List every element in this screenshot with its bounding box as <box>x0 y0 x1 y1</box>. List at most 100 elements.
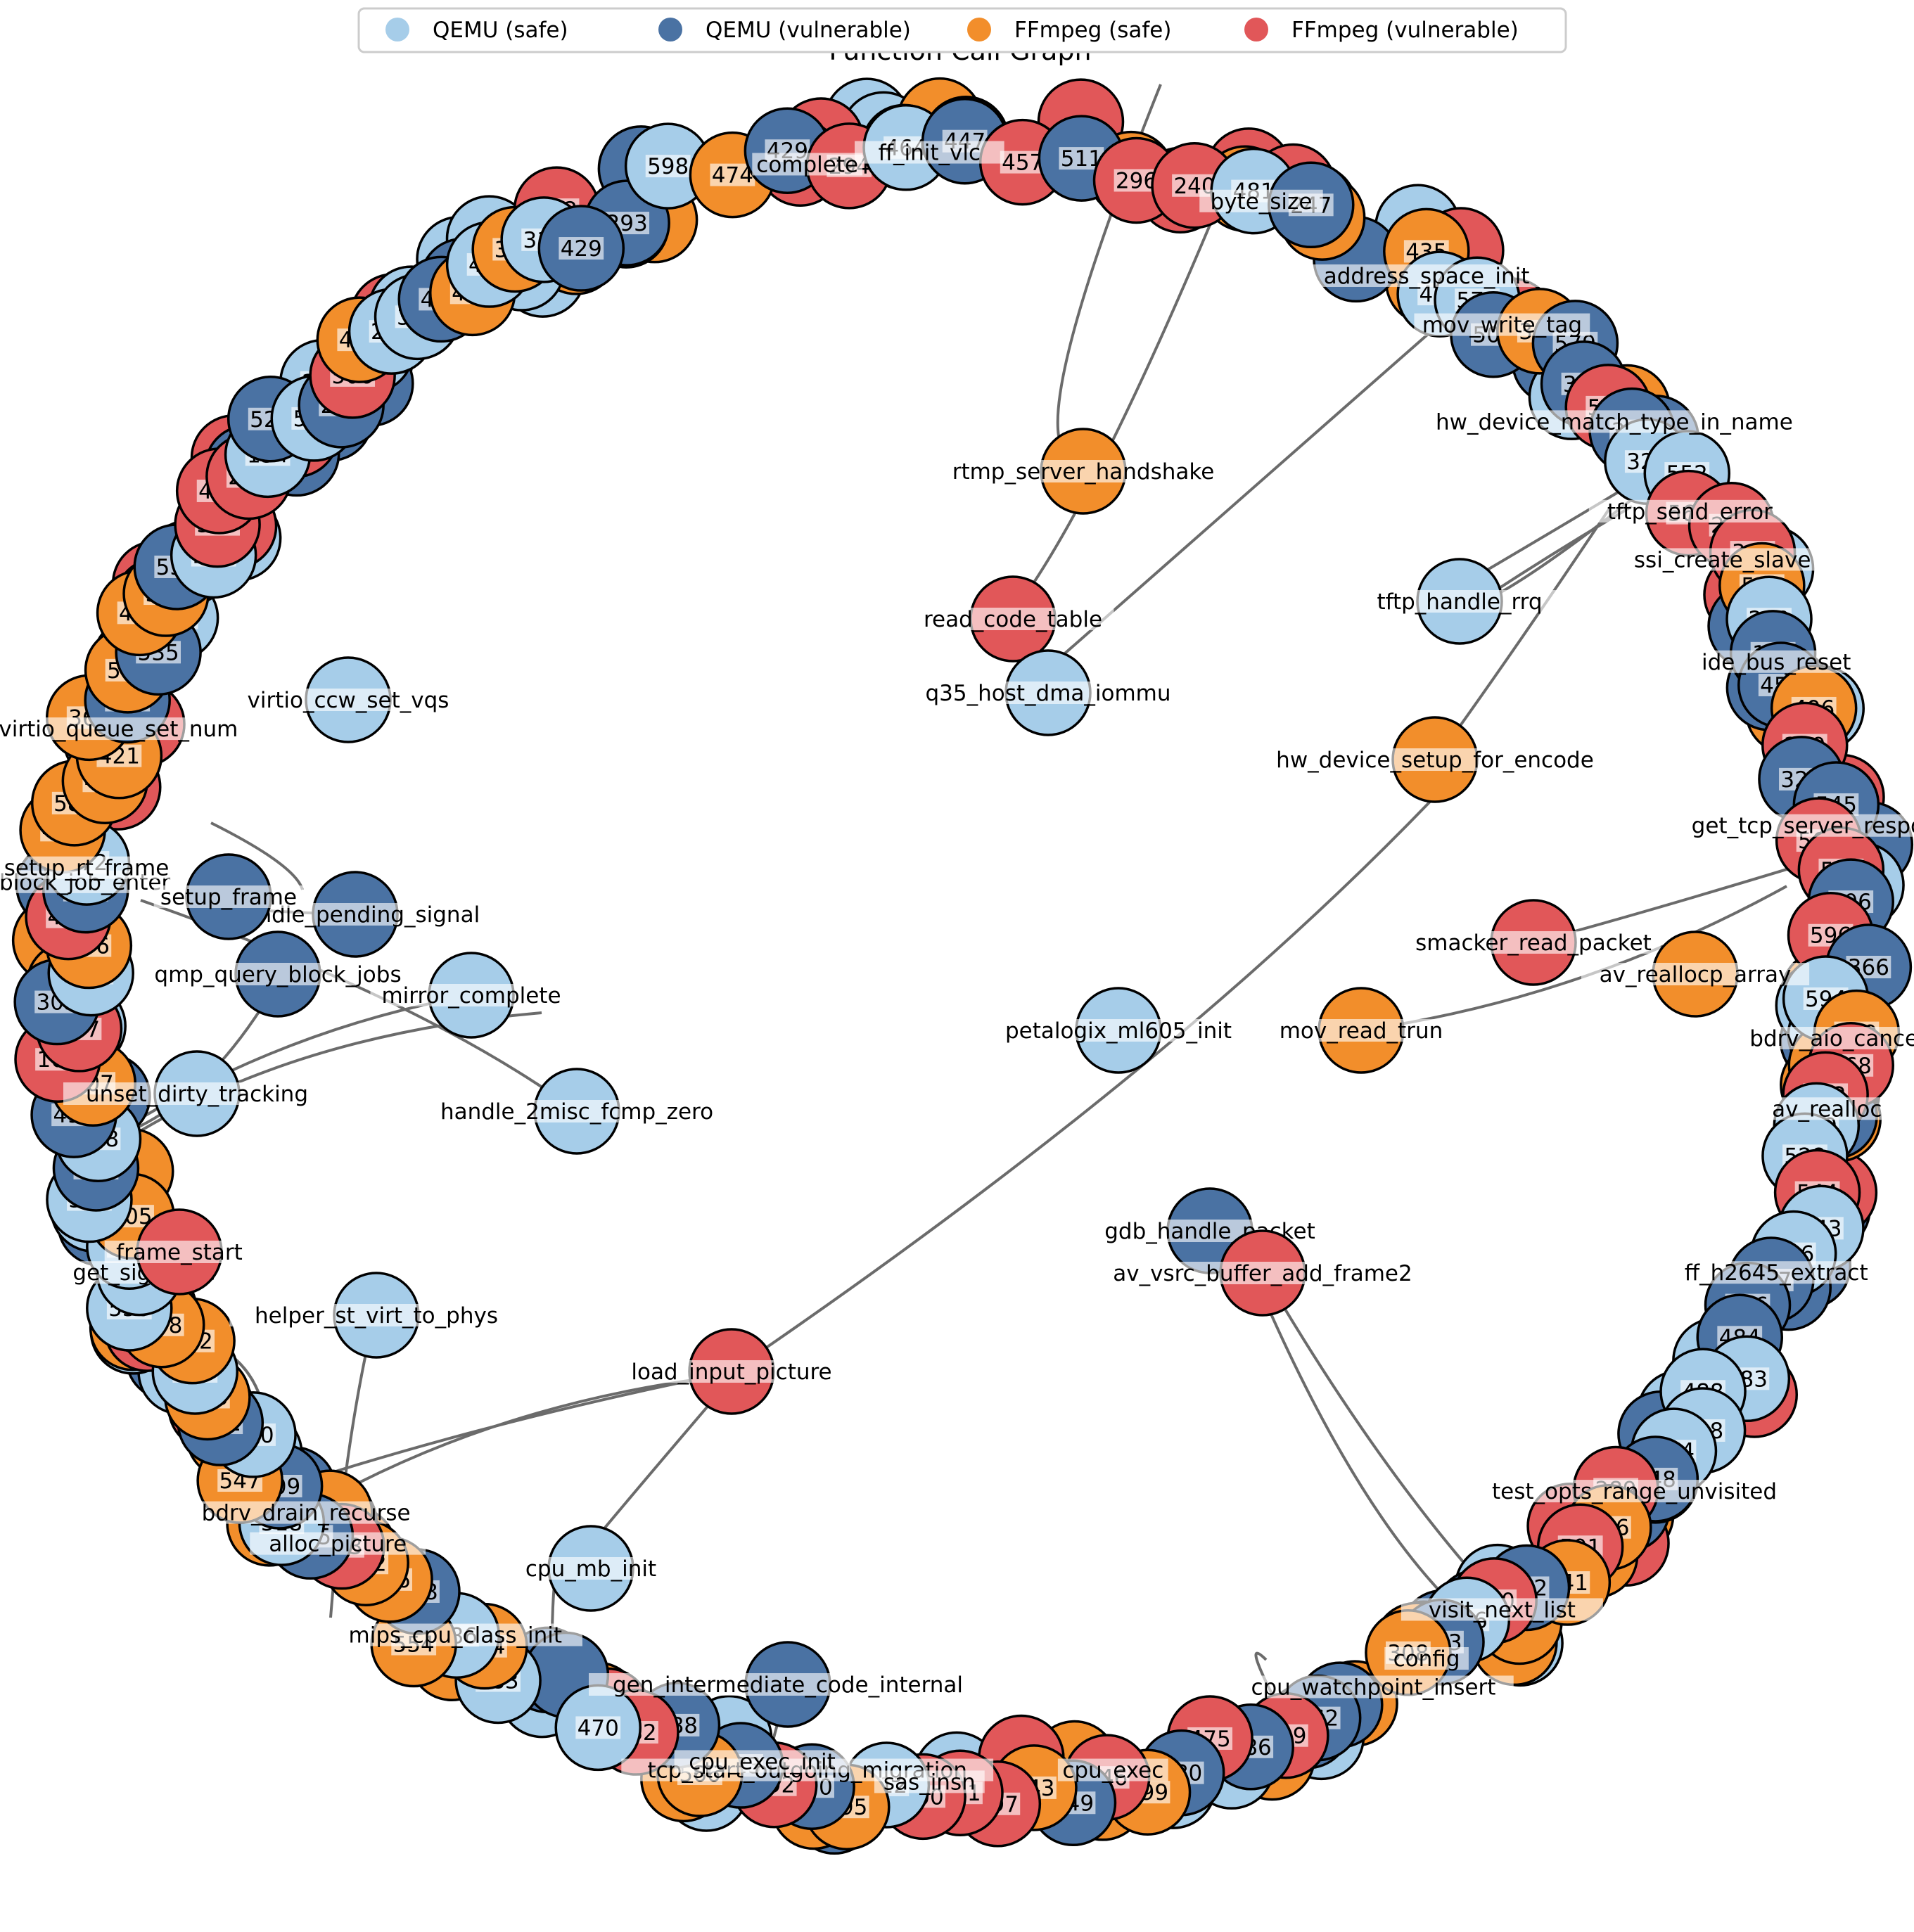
ring-named-node[interactable]: bdrv_drain_recurse <box>185 1501 427 1526</box>
node-label: 296 <box>1116 168 1157 193</box>
ring-named-node[interactable]: tftp_send_error <box>1588 499 1791 525</box>
ring-named-node[interactable]: ssi_create_slave <box>1614 547 1830 572</box>
graph-node[interactable]: av_vsrc_buffer_add_frame2 <box>1096 1229 1429 1317</box>
graph-node[interactable]: helper_st_virt_to_phys <box>229 1272 523 1359</box>
ring-node-label: complete <box>756 152 858 177</box>
node-label: load_input_picture <box>631 1360 831 1385</box>
node-label: qmp_query_block_jobs <box>154 962 401 987</box>
label-background <box>227 689 469 711</box>
graph-node[interactable]: cpu_mb_init <box>516 1525 666 1612</box>
graph-node[interactable]: mirror_complete <box>370 952 573 1039</box>
ring-named-node[interactable]: sas_insn <box>874 1770 985 1795</box>
label-background <box>104 1241 255 1263</box>
label-background <box>943 460 1224 482</box>
label-background <box>144 963 411 985</box>
label-background <box>1096 1262 1429 1284</box>
node-label: handle_2misc_fcmp_zero <box>440 1099 713 1125</box>
graph-node[interactable]: read_code_table <box>912 575 1114 663</box>
ring-node-label: bdrv_drain_recurse <box>202 1501 411 1526</box>
label-background <box>1736 1027 1914 1050</box>
node-label: setup_frame <box>160 885 297 910</box>
graph-node[interactable]: rtmp_server_handshake <box>943 428 1224 515</box>
label-background <box>1669 1261 1884 1284</box>
ring-named-node[interactable]: ide_bus_reset <box>1688 650 1865 675</box>
node-label: helper_st_virt_to_phys <box>255 1303 498 1329</box>
ring-node-label: ff_init_vlc <box>879 141 981 166</box>
ring-named-node[interactable]: ff_init_vlc <box>855 141 1004 166</box>
label-background <box>1401 1598 1603 1621</box>
ring-named-node[interactable]: virtio_queue_set_num <box>0 717 253 742</box>
inner-nodes: rtmp_server_handshake read_code_tableq35_… <box>63 428 1810 1728</box>
ring-named-node[interactable]: get_tcp_server_response <box>1673 814 1914 839</box>
ring-node-label: test_opts_range_unvisited <box>1492 1479 1777 1504</box>
ring-named-node[interactable]: complete <box>752 152 863 177</box>
label-background <box>1262 748 1608 771</box>
ring-node-label: ssi_create_slave <box>1634 547 1811 572</box>
ring-named-node[interactable]: address_space_init <box>1306 264 1548 289</box>
ring-named-node[interactable]: alloc_picture <box>250 1532 426 1557</box>
ring-named-node[interactable]: mips_cpu_class_init <box>328 1623 582 1649</box>
label-background <box>1057 1758 1168 1781</box>
call-edge <box>210 821 304 890</box>
node-label: hw_device_setup_for_encode <box>1276 748 1594 773</box>
ring-named-node[interactable]: hw_device_match_type_in_name <box>1428 409 1801 435</box>
ring-node-label: tftp_send_error <box>1607 499 1773 525</box>
ring-named-node[interactable]: setup_rt_frame <box>0 856 181 881</box>
ring-named-node[interactable]: bdrv_aio_cancel <box>1736 1026 1914 1051</box>
graph-node[interactable]: mov_read_trun <box>1273 987 1449 1074</box>
label-background <box>1414 313 1590 336</box>
graph-node[interactable]: qmp_query_block_jobs <box>144 930 411 1018</box>
ring-node[interactable]: 429 <box>537 205 625 292</box>
node-label: rtmp_server_handshake <box>952 459 1215 485</box>
ring-named-node[interactable]: mov_write_tag <box>1414 313 1590 338</box>
graph-node[interactable]: load_input_picture <box>611 1328 853 1415</box>
ring-node-label: hw_device_match_type_in_name <box>1436 409 1793 435</box>
ring-node[interactable]: 598 <box>624 122 712 210</box>
graph-node[interactable]: setup_frame <box>153 853 304 940</box>
ring-named-node[interactable]: cpu_exec <box>1057 1758 1168 1784</box>
graph-node[interactable]: q35_host_dma_iommu <box>925 649 1171 736</box>
ring-node-label: ide_bus_reset <box>1702 650 1851 675</box>
label-background <box>1306 264 1548 287</box>
ring-node-label: visit_next_list <box>1429 1597 1576 1623</box>
ring-named-node[interactable]: cpu_watchpoint_insert <box>1233 1675 1514 1700</box>
node-label: gen_intermediate_code_internal <box>613 1672 963 1698</box>
label-background <box>985 1019 1252 1042</box>
label-background <box>1000 151 1045 174</box>
ring-named-node[interactable]: ff_h2645_extract <box>1669 1260 1884 1286</box>
node-label: tftp_handle_rrq <box>1377 589 1542 615</box>
ring-node[interactable]: 470 <box>554 1684 642 1772</box>
graph-node[interactable]: virtio_ccw_set_vqs <box>227 656 469 743</box>
ring-named-node[interactable]: visit_next_list <box>1401 1597 1603 1623</box>
graph-node[interactable]: smacker_read_packet <box>1406 899 1661 986</box>
label-background <box>430 1100 724 1122</box>
ring-named-node[interactable]: test_opts_range_unvisited <box>1468 1479 1801 1504</box>
label-background <box>1273 1019 1449 1042</box>
graph-node[interactable]: frame_start <box>104 1208 255 1296</box>
node-label: 598 <box>647 154 689 179</box>
graph-node[interactable]: handle_2misc_fcmp_zero <box>430 1068 724 1155</box>
node-label: 429 <box>561 236 602 262</box>
graph-node[interactable]: tftp_handle_rrq <box>1358 558 1561 645</box>
ring-node-label: config <box>1393 1646 1460 1672</box>
graph-node[interactable]: av_reallocp_array <box>1581 930 1810 1018</box>
legend: QEMU (safe)QEMU (vulnerable)FFmpeg (safe… <box>357 7 1567 53</box>
ring-named-node[interactable]: cpu_exec_init <box>674 1749 850 1774</box>
node-label: 457 <box>1002 151 1043 176</box>
call-edge-bundle <box>316 1377 704 1506</box>
graph-node[interactable]: gen_intermediate_code_internal <box>589 1641 987 1728</box>
ring-node-label: av_realloc <box>1772 1096 1882 1122</box>
label-background <box>185 1501 427 1524</box>
graph-node[interactable]: hw_device_setup_for_encode <box>1262 716 1608 803</box>
call-edge <box>1022 224 1211 599</box>
label-background <box>927 682 1169 704</box>
legend-label: QEMU (vulnerable) <box>706 18 911 43</box>
label-background <box>250 1532 426 1555</box>
ring-named-node[interactable]: config <box>1384 1646 1469 1672</box>
node-label: unset_dirty_tracking <box>86 1082 308 1107</box>
graph-node[interactable]: petalogix_ml605_init <box>985 987 1252 1074</box>
graph-node[interactable]: unset_dirty_tracking <box>63 1050 331 1137</box>
label-background <box>370 984 573 1006</box>
ring-named-node[interactable]: byte_size <box>1199 189 1323 215</box>
ring-named-node[interactable]: av_realloc <box>1759 1096 1896 1122</box>
